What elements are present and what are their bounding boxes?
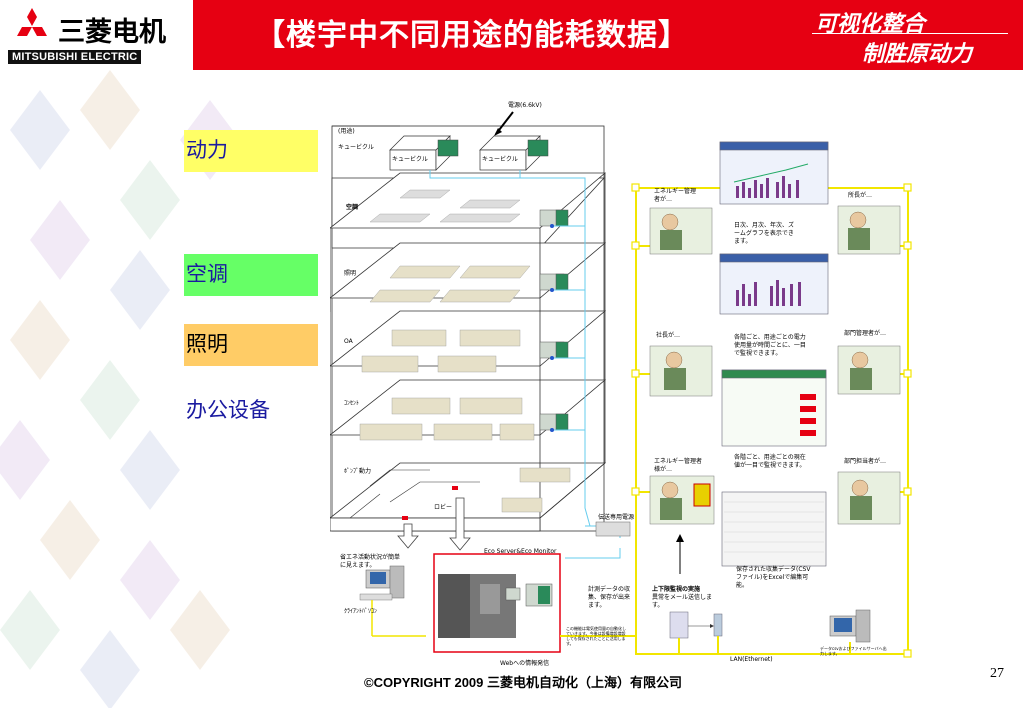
csv-note: 保存された収集データ(CSVファイル)をExcelで編集可能。 [736, 566, 811, 589]
limit-note: 上下限監視の実施 [652, 586, 701, 593]
floor-lighting-label: 照明 [344, 270, 357, 277]
web-note: Webへの情報発信 [500, 660, 550, 667]
label-office: 办公设备 [184, 390, 326, 440]
copyright-footer: ©COPYRIGHT 2009 三菱电机自动化（上海）有限公司 [364, 675, 683, 690]
cubicle-box-2: キュービクル [482, 156, 518, 163]
logo-chinese-name: 三菱电机 [58, 17, 166, 48]
logo-area: 三菱电机 MITSUBISHI ELECTRIC [0, 0, 196, 70]
page-number: 27 [990, 666, 1004, 681]
power-source-label: 電源(6.6kV) [508, 102, 542, 109]
label-aircon: 空调 [184, 254, 326, 304]
logo-english-name: MITSUBISHI ELECTRIC [8, 50, 142, 64]
server-title: Eco Server&Eco Monitor [484, 548, 557, 555]
president-label: 社長が… [656, 332, 681, 339]
floor-pump-label: ﾎﾟﾝﾌﾟ動力 [344, 468, 372, 475]
cubicle-label: キュービクル [338, 144, 374, 151]
label-lighting: 照明 [184, 324, 326, 374]
lan-label: LAN(Ethernet) [730, 656, 773, 663]
label-lighting-text: 照明 [186, 332, 228, 356]
period-note: 各階ごと、用途ごとの電力使用量が時間ごとに、一目で監視できます。 [734, 334, 806, 357]
slogan-line-1: 可视化整合 [815, 12, 926, 37]
boss-label: 所長が… [848, 192, 873, 199]
floor-oa-label: OA [344, 338, 353, 345]
label-power: 动力 [184, 130, 326, 180]
graph-note: 日次、月次、年次、ズームグラフを表示できます。 [734, 222, 795, 245]
header-bar: 三菱电机 MITSUBISHI ELECTRIC 【楼宇中不同用途的能耗数据】 … [0, 0, 1023, 70]
department-manager-label: 部門管理者が… [844, 330, 887, 337]
floor-aircon-label: 空調 [346, 204, 359, 211]
label-power-text: 动力 [186, 138, 228, 162]
slogan-line-2: 制胜原动力 [862, 42, 973, 67]
energy-monitoring-diagram: 電源(6.6kV) (用途) キュービクル キュービクル キュービクル 空調 照… [330, 98, 930, 670]
client-label: ｸﾗｲｱﾝﾄﾊﾟｿｺﾝ [344, 608, 378, 615]
decorative-diamond-pattern [0, 70, 240, 708]
label-aircon-text: 空调 [186, 262, 228, 286]
energy-manager-label: エネルギー管理者が… [654, 188, 697, 203]
page-title: 【楼宇中不同用途的能耗数据】 [255, 18, 689, 53]
label-office-text: 办公设备 [186, 398, 270, 422]
current-note: 各階ごと、用途ごとの現在値が一目で監視できます。 [734, 454, 806, 469]
cubicle-box-1: キュービクル [392, 156, 428, 163]
lobby-label: ロビー [434, 504, 453, 511]
csv-server-note: データcsvおよびファイルサーバへ出力します。 [820, 646, 887, 656]
diagram-lines [330, 111, 912, 658]
transfer-note: この機能は電気使用量の自動化していきます。今後は設備増設増設しても保存されたこと… [566, 626, 626, 646]
usage-label: (用途) [338, 128, 355, 135]
floor-consent-label: ｺﾝｾﾝﾄ [344, 400, 360, 407]
energy-manager-label-2: エネルギー管理者様が… [654, 458, 703, 473]
mitsubishi-diamonds-icon [17, 8, 47, 36]
dedicated-power-label: 伝送専用電源 [598, 514, 635, 521]
department-staff-label: 部門担当者が… [844, 458, 887, 465]
measure-note: 計測データの収集、保存が出来ます。 [588, 586, 631, 609]
client-note: 省エネ活動状況が簡単に見えます。 [340, 554, 401, 569]
limit-note-2: 異常をメール送信します。 [652, 594, 713, 609]
slogan-divider [812, 33, 1008, 34]
